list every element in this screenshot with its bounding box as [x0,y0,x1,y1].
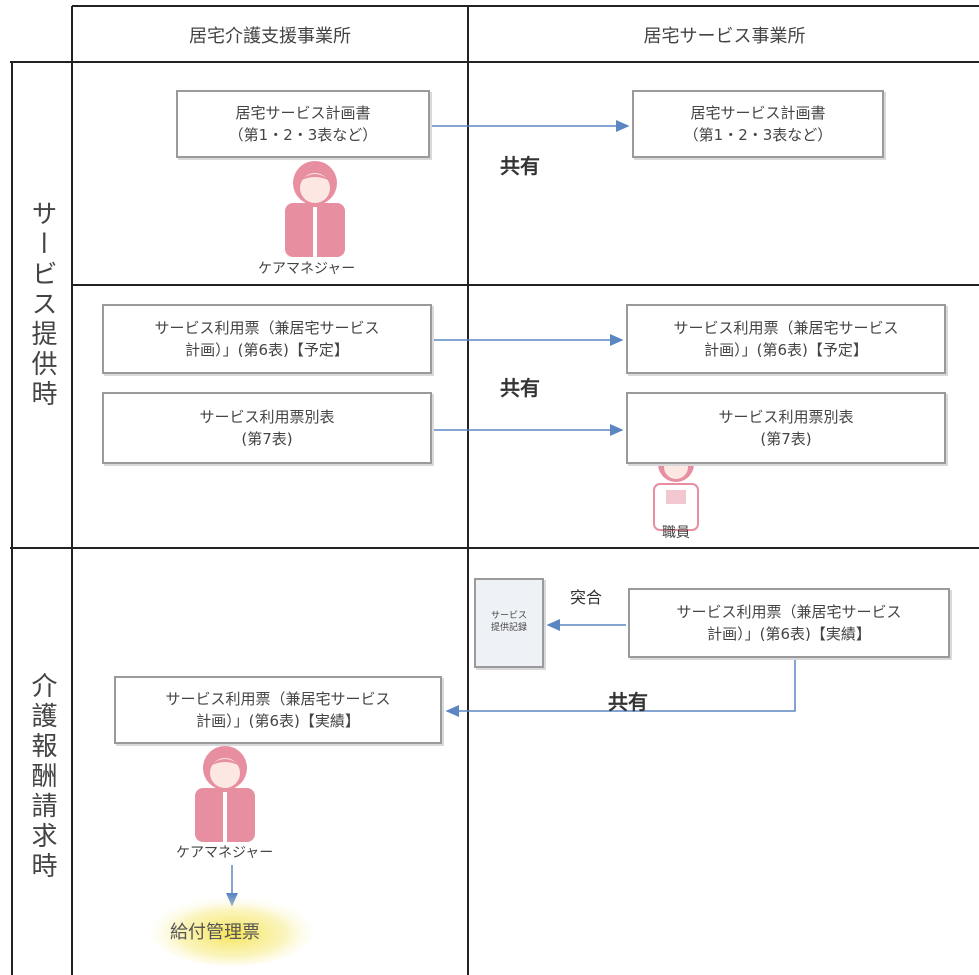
service-sheet-right: サービス利用票別表(第7表) [626,392,946,464]
billing-glow [150,894,314,966]
share-arrow-actual [445,658,796,717]
plan-box-right: 居宅サービス計画書（第1・2・3表など） [632,90,884,158]
column-header-service: 居宅サービス事業所 [643,26,806,47]
column-header-support: 居宅介護支援事業所 [189,26,351,47]
table-grid [10,5,979,975]
care-manager-icon-2 [195,746,255,842]
row-label-service: サービス提供時 [27,200,57,410]
care-manager-label-2: ケアマネジャー [176,845,274,861]
share-label-actual: 共有 [608,690,648,714]
actual-ticket-left: サービス利用票（兼居宅サービス計画）」(第6表)【実績】 [114,676,442,744]
service-record-box: サービス提供記録 [474,578,544,668]
row-label-billing: 介護報酬請求時 [27,672,57,882]
service-ticket-right: サービス利用票（兼居宅サービス計画）」(第6表)【予定】 [626,304,946,374]
care-manager-label: ケアマネジャー [258,261,356,277]
share-label-ticket: 共有 [500,376,540,400]
actual-ticket-right: サービス利用票（兼居宅サービス計画）」(第6表)【実績】 [628,588,950,658]
staff-label: 職員 [662,525,690,541]
plan-box-left: 居宅サービス計画書（第1・2・3表など） [176,90,430,158]
service-ticket-left: サービス利用票（兼居宅サービス計画）」(第6表)【予定】 [102,304,432,374]
billing-label: 給付管理票 [170,922,260,943]
match-label: 突合 [570,588,603,607]
share-label-plan: 共有 [500,154,540,178]
care-manager-icon [285,161,345,257]
service-sheet-left: サービス利用票別表(第7表) [102,392,432,464]
